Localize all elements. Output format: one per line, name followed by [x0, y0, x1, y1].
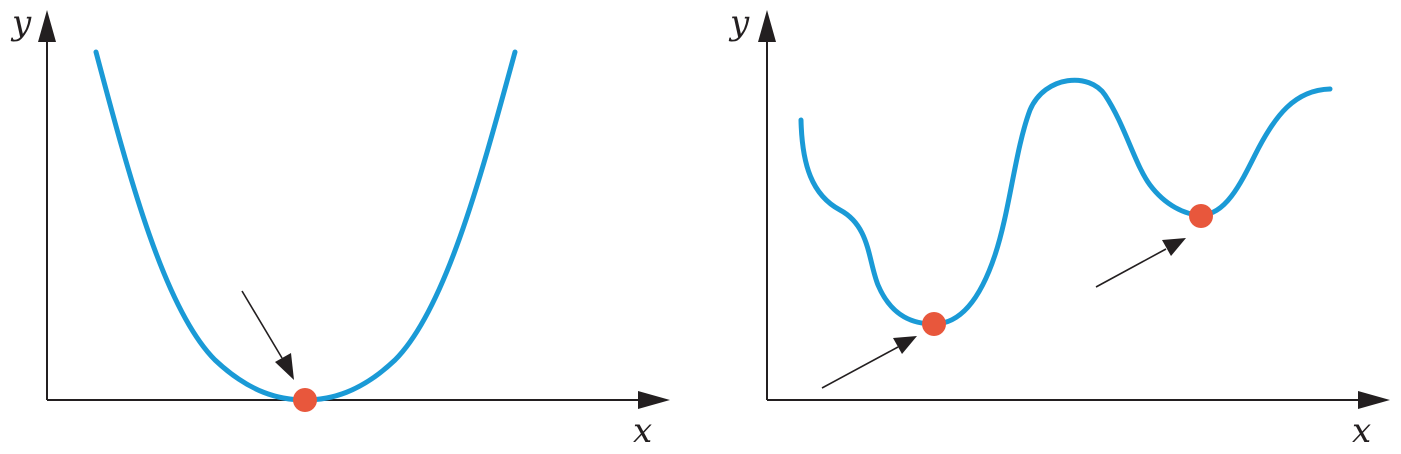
- left-pointer-arrowhead: [275, 353, 294, 380]
- right-y-axis-arrowhead: [758, 10, 776, 42]
- left-x-axis-arrowhead: [638, 391, 670, 409]
- right-x-axis-label: x: [1352, 411, 1371, 451]
- right-local-minimum-point: [1189, 204, 1213, 228]
- left-global-minimum-point: [293, 388, 317, 412]
- left-panel: y x: [10, 3, 670, 451]
- right-panel: y x: [728, 3, 1390, 451]
- right-x-axis-arrowhead: [1358, 391, 1390, 409]
- right-global-minimum-point: [922, 312, 946, 336]
- right-pointer-arrowhead-global: [893, 336, 917, 354]
- left-pointer-arrow-line: [241, 290, 283, 359]
- right-y-axis-label: y: [728, 3, 750, 43]
- right-pointer-arrow-global-line: [821, 346, 899, 389]
- left-y-axis-arrowhead: [38, 10, 56, 42]
- right-pointer-arrow-local-line: [1095, 248, 1167, 288]
- left-x-axis-label: x: [633, 411, 652, 451]
- right-pointer-arrowhead-local: [1162, 238, 1186, 256]
- left-y-axis-label: y: [10, 3, 32, 43]
- right-nonconvex-curve: [798, 77, 1333, 327]
- left-convex-curve: [93, 49, 518, 403]
